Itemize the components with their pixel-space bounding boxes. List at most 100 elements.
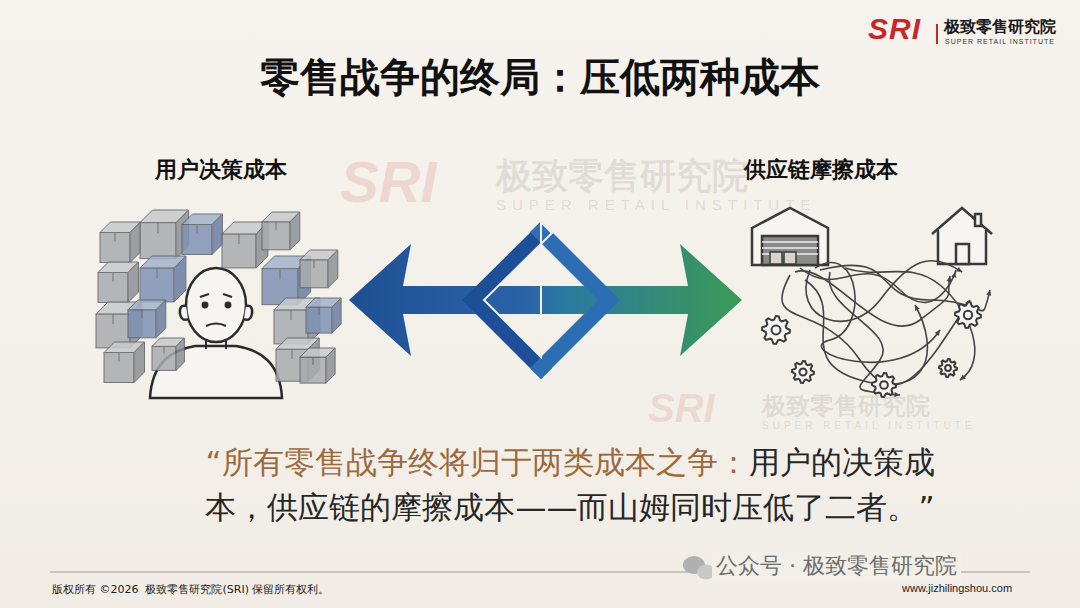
- box-side: [176, 338, 184, 370]
- box-tape: [157, 268, 158, 278]
- footer-text: 版权所有 ©2026 极致零售研究院(SRI) 保留所有权利。: [52, 582, 329, 597]
- box-icon: [300, 348, 335, 383]
- box-tape: [164, 346, 165, 353]
- box-icon: [152, 338, 184, 370]
- watermark-text: SRI: [648, 386, 715, 431]
- box-icon: [306, 298, 341, 333]
- double-arrow: [349, 244, 742, 356]
- box-icon: [140, 256, 186, 302]
- box-pile: [96, 210, 341, 383]
- wechat-icon: [683, 556, 715, 580]
- box-tape: [239, 234, 240, 244]
- footer-text: 公众号 · 极致零售研究院: [712, 551, 961, 581]
- flow-line: [845, 268, 975, 380]
- box-tape: [280, 269, 281, 280]
- flow-arrowhead: [947, 276, 952, 282]
- box-icon: [300, 250, 338, 288]
- quote-text: “所有零售战争终将归于两类成本之争：: [205, 444, 748, 480]
- box-tape: [113, 273, 114, 282]
- box-side: [174, 256, 186, 302]
- box-face: [98, 273, 128, 303]
- footer-text: www.jizhilingshou.com: [902, 582, 1012, 594]
- watermark-text: SUPER RETAIL INSTITUTE: [496, 196, 816, 213]
- flow-arrowhead: [935, 330, 940, 336]
- box-tape: [319, 307, 320, 315]
- box-icon: [128, 300, 166, 338]
- box-side: [328, 250, 338, 288]
- box-icon: [98, 262, 139, 303]
- box-face: [100, 233, 130, 263]
- flow-line: [805, 280, 927, 385]
- box-face: [300, 260, 328, 288]
- box-tape: [197, 225, 198, 234]
- box-face: [262, 222, 290, 250]
- box-tape: [142, 310, 143, 318]
- box-side: [212, 214, 223, 255]
- box-tape: [276, 222, 277, 230]
- logo-text: SUPER RETAIL INSTITUTE: [945, 38, 1055, 45]
- gear-icons: [762, 302, 981, 397]
- gear-icon: [792, 361, 814, 383]
- watermark-text: 极致零售研究院: [496, 152, 748, 201]
- box-icon: [100, 222, 141, 263]
- box-icon: [182, 214, 223, 255]
- flow-arrowhead: [951, 272, 956, 278]
- quote-block: “所有零售战争终将归于两类成本之争：用户的决策成本，供应链的摩擦成本——而山姆同…: [150, 440, 990, 530]
- box-tape: [119, 353, 120, 362]
- box-side: [134, 342, 145, 383]
- gear-hub: [964, 311, 972, 319]
- box-side: [332, 298, 341, 333]
- flow-arrowhead: [986, 290, 991, 296]
- flow-line: [815, 263, 940, 363]
- flow-arrowhead: [956, 267, 962, 272]
- box-face: [300, 357, 326, 383]
- gear-hub: [799, 368, 806, 375]
- watermark-text: SRI: [340, 148, 437, 215]
- flow-line: [795, 271, 950, 326]
- box-face: [152, 346, 176, 370]
- gear-icon: [762, 316, 790, 344]
- box-tape: [115, 233, 116, 242]
- box-side: [130, 222, 141, 263]
- gear-hub: [945, 365, 951, 371]
- logo-text: 极致零售研究院: [944, 17, 1056, 38]
- flow-line: [782, 275, 970, 385]
- watermark-text: 极致零售研究院: [762, 390, 930, 422]
- box-side: [326, 348, 335, 383]
- box-icon: [140, 210, 189, 259]
- box-tape: [314, 260, 315, 268]
- flow-arrowhead: [915, 305, 920, 311]
- box-tape: [158, 223, 159, 234]
- flow-arrowhead: [960, 375, 966, 380]
- box-tape: [291, 310, 292, 320]
- gear-icon: [955, 302, 981, 328]
- box-icon: [262, 212, 300, 250]
- box-side: [156, 300, 166, 338]
- tangled-flows: [782, 261, 991, 398]
- box-tape: [313, 357, 314, 365]
- gear-hub: [772, 326, 781, 335]
- slide-title: 零售战争的终局：压低两种成本: [0, 50, 1080, 105]
- node-heading: 供应链摩擦成本: [742, 155, 1003, 185]
- box-face: [140, 223, 176, 259]
- quote-inner: “所有零售战争终将归于两类成本之争：用户的决策成本，供应链的摩擦成本——而山姆同…: [175, 440, 965, 530]
- box-tape: [113, 314, 114, 324]
- flow-line: [806, 261, 962, 322]
- box-icon: [104, 342, 145, 383]
- box-face: [222, 234, 256, 268]
- gear-icon: [939, 359, 957, 377]
- logo-text: SRI: [868, 12, 921, 46]
- house-icon: [932, 208, 992, 264]
- illustration-group: 用户决策成本: [93, 155, 349, 445]
- gear-hub: [880, 381, 888, 389]
- box-face: [140, 268, 174, 302]
- diamond-logo: [462, 221, 620, 379]
- box-side: [290, 212, 300, 250]
- logo-divider: [936, 24, 938, 44]
- box-icon: [222, 222, 268, 268]
- box-tape: [292, 349, 293, 359]
- box-face: [306, 307, 332, 333]
- box-face: [104, 353, 134, 383]
- box-side: [128, 262, 139, 303]
- box-face: [128, 310, 156, 338]
